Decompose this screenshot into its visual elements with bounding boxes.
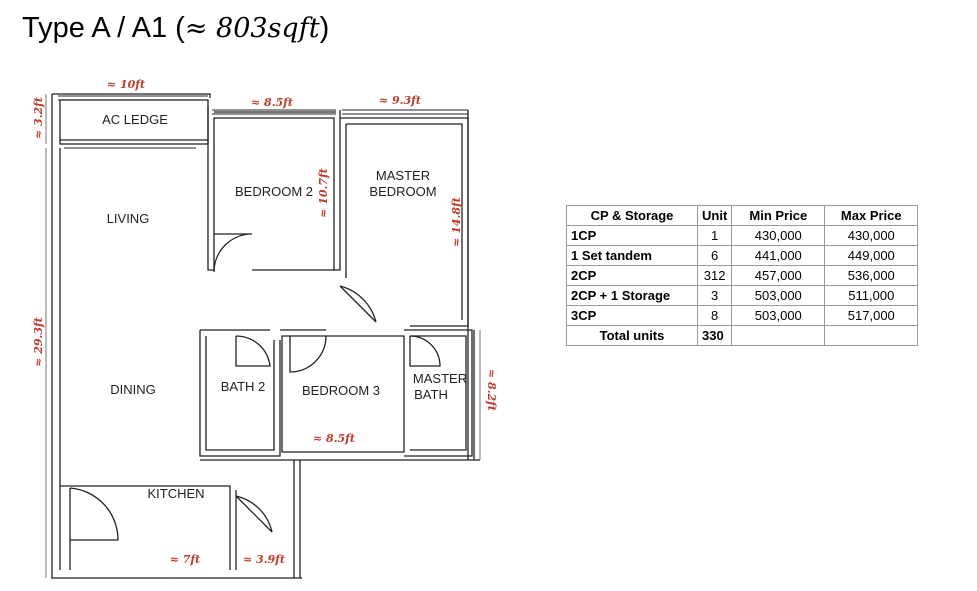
room-ac-ledge: AC LEDGE [102,112,168,127]
row-label: 3CP [566,305,698,326]
windows [58,95,468,149]
master-door [339,285,377,323]
header-max-price: Max Price [824,205,919,226]
room-bath2: BATH 2 [221,379,266,394]
row-max-price: 430,000 [824,225,919,246]
dim-yard-width: ≈ 3.9ft [243,553,285,566]
table-row: 2CP + 1 Storage 3 503,000 511,000 [566,285,919,306]
dim-ac-ledge-depth: ≈ 3.2ft [32,97,45,139]
row-min-price: 430,000 [731,225,826,246]
row-label: 1 Set tandem [566,245,698,266]
room-master-bath-line2: BATH [414,387,448,402]
dim-bedroom2-depth: ≈ 10.7ft [317,168,330,218]
page-title: Type A / A1 (≈ 803sqft) [22,12,329,45]
total-value: 330 [696,325,733,346]
header-min-price: Min Price [731,205,826,226]
table-row: 1CP 1 430,000 430,000 [566,225,919,246]
table-row: 3CP 8 503,000 517,000 [566,305,919,326]
header-cp-storage: CP & Storage [566,205,698,226]
yard-door [235,495,273,533]
empty-cell [731,325,826,346]
row-max-price: 511,000 [824,285,919,306]
bedroom3-door [289,335,327,373]
row-min-price: 503,000 [731,305,826,326]
table-total-row: Total units 330 [566,325,919,346]
total-label: Total units [566,325,698,346]
outer-wall-top-left [52,93,211,98]
row-min-price: 441,000 [731,245,826,266]
dim-unit-depth: ≈ 29.3ft [32,317,45,367]
dim-master-width: ≈ 9.3ft [379,94,421,107]
row-max-price: 449,000 [824,245,919,266]
row-label: 2CP [566,265,698,286]
room-master-bedroom-line2: BEDROOM [369,184,436,199]
room-bedroom2: BEDROOM 2 [235,184,313,199]
room-bedroom3: BEDROOM 3 [302,383,380,398]
row-unit: 1 [696,225,733,246]
master-bath-door [409,335,441,367]
room-master-bath-line1: MASTER [413,371,467,386]
room-master-bedroom-line1: MASTER [376,168,430,183]
row-label: 2CP + 1 Storage [566,285,698,306]
row-unit: 8 [696,305,733,326]
kitchen-door [69,487,119,570]
row-unit: 3 [696,285,733,306]
table-header-row: CP & Storage Unit Min Price Max Price [566,205,919,226]
room-kitchen: KITCHEN [147,486,204,501]
bath2-door [235,335,271,367]
dim-ac-ledge-width: ≈ 10ft [107,78,145,91]
row-label: 1CP [566,225,698,246]
empty-cell [824,325,919,346]
bedroom2-walls [207,106,341,271]
pricing-table: CP & Storage Unit Min Price Max Price 1C… [566,205,919,346]
outer-wall-left [51,94,302,579]
table-row: 2CP 312 457,000 536,000 [566,265,919,286]
dim-bedroom2-width: ≈ 8.5ft [251,96,293,109]
master-walls [340,117,469,327]
dim-master-bath-depth: ≈ 8.2ft [485,369,498,411]
row-unit: 6 [696,245,733,266]
title-text: Type A / A1 ( [22,12,185,44]
dim-kitchen-width: ≈ 7ft [170,553,201,566]
row-unit: 312 [696,265,733,286]
room-dining: DINING [110,382,156,397]
row-max-price: 536,000 [824,265,919,286]
table-row: 1 Set tandem 6 441,000 449,000 [566,245,919,266]
bedroom2-door [213,233,253,273]
bedroom3-walls [280,329,405,453]
header-unit: Unit [696,205,733,226]
kitchen-walls [60,485,231,570]
row-max-price: 517,000 [824,305,919,326]
dim-bedroom3-width: ≈ 8.5ft [313,432,355,445]
dim-master-depth: ≈ 14.8ft [450,197,463,247]
title-close: ) [319,12,330,44]
room-living: LIVING [107,211,150,226]
title-area: ≈ 803sqft [184,13,320,44]
row-min-price: 503,000 [731,285,826,306]
row-min-price: 457,000 [731,265,826,286]
master-bath-walls [404,329,473,457]
